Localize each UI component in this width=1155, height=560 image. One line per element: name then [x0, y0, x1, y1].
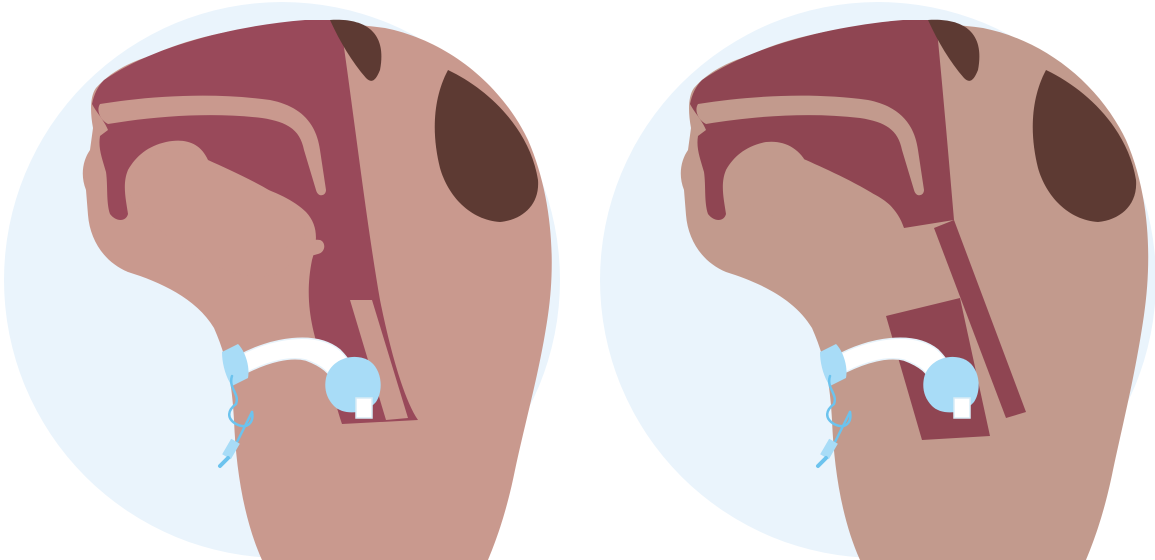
tube-outlet: [954, 398, 970, 418]
illustration-open-airway: [0, 0, 560, 560]
tube-outlet: [356, 398, 372, 418]
illustration-blocked-airway: [598, 0, 1155, 560]
